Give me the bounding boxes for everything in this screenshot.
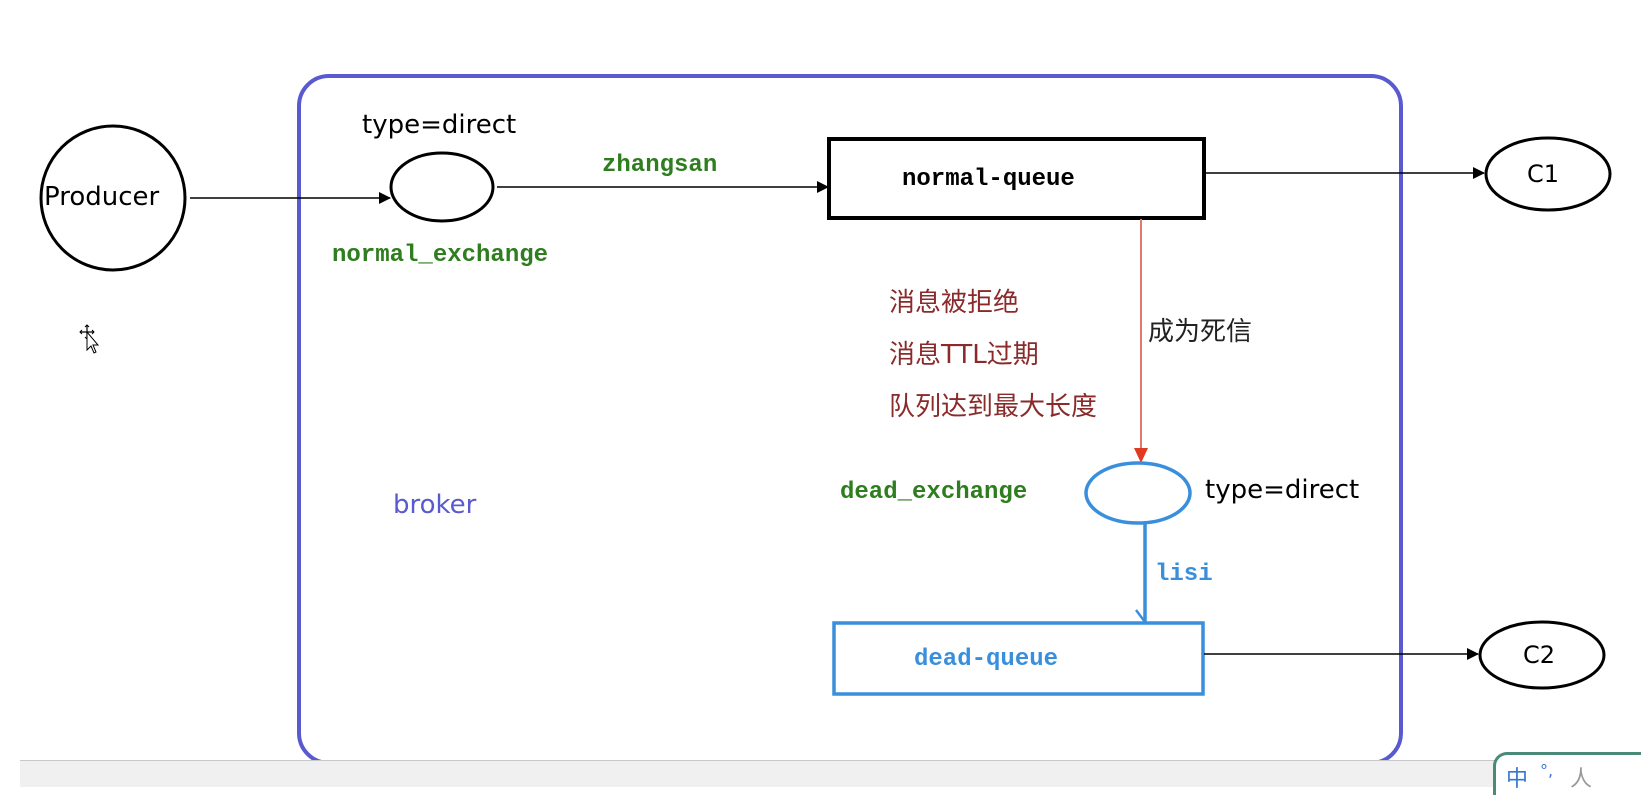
consumer-c2-label: C2 xyxy=(1523,641,1556,669)
producer-node[interactable] xyxy=(39,124,187,272)
dead-letter-edge-label: 成为死信 xyxy=(1148,317,1253,347)
dead-letter-reason-1: 消息被拒绝 xyxy=(889,288,1020,318)
mouse-cursor-icon xyxy=(79,324,100,354)
ime-user-icon[interactable]: 人 xyxy=(1570,767,1593,792)
normal-exchange-name: normal_exchange xyxy=(332,242,549,269)
consumer-c1-label: C1 xyxy=(1527,160,1560,188)
dead-queue-label: dead-queue xyxy=(914,646,1059,673)
dead-letter-reason-2: 消息TTL过期 xyxy=(889,340,1039,370)
window-bottom-bar xyxy=(20,760,1500,787)
dead-queue-node[interactable] xyxy=(832,621,1205,696)
dead-letter-reason-3: 队列达到最大长度 xyxy=(889,392,1098,422)
consumer-c2-node[interactable] xyxy=(1478,620,1606,690)
ime-punctuation-icon[interactable]: °, xyxy=(1540,761,1554,780)
producer-label: Producer xyxy=(44,182,160,212)
dead-exchange-name: dead_exchange xyxy=(840,479,1028,506)
dead-exchange-node[interactable] xyxy=(1084,461,1192,525)
normal-routing-key-label: zhangsan xyxy=(602,152,718,179)
dead-letter-arrowhead xyxy=(1134,448,1148,463)
dead-routing-key-label: lisi xyxy=(1155,561,1213,588)
normal-exchange-type-label: type=direct xyxy=(362,110,517,140)
normal-queue-label: normal-queue xyxy=(902,166,1075,193)
ime-toolbar[interactable]: 中 °, 人 xyxy=(1493,752,1641,795)
normal-exchange-node[interactable] xyxy=(389,151,495,223)
normal-queue-node[interactable] xyxy=(827,137,1206,220)
broker-label: broker xyxy=(393,490,477,520)
consumer-c1-node[interactable] xyxy=(1484,136,1612,212)
ime-chinese-mode-icon[interactable]: 中 xyxy=(1506,767,1529,792)
dead-exchange-type-label: type=direct xyxy=(1205,475,1360,505)
